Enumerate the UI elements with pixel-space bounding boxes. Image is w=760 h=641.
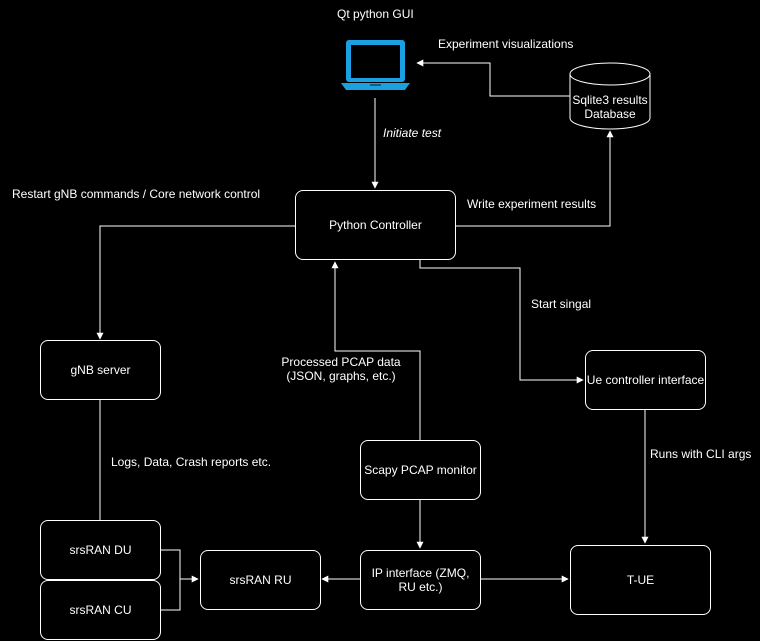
gui-title: Qt python GUI	[337, 7, 414, 21]
edge-label-runs-with-cli: Runs with CLI args	[650, 447, 752, 461]
edge-controller-to-db	[455, 130, 614, 227]
edge-label-experiment-visualizations: Experiment visualizations	[438, 37, 574, 51]
srsran-du-node: srsRAN DU	[40, 520, 161, 580]
tue-node: T-UE	[570, 545, 711, 615]
edge-label-processed-pcap: Processed PCAP data (JSON, graphs, etc.)	[276, 355, 406, 383]
edge-label-restart-gnb: Restart gNB commands / Core network cont…	[12, 187, 261, 201]
edge-controller-to-gnb	[96, 225, 295, 340]
gnb-server-node: gNB server	[40, 340, 161, 400]
database-label: Sqlite3 results Database	[572, 93, 648, 121]
edge-label-logs-data: Logs, Data, Crash reports etc.	[111, 455, 272, 469]
edge-scapy-to-controller	[331, 261, 421, 440]
cylinder-database-icon	[569, 62, 651, 130]
edge-du-to-ru	[160, 549, 199, 583]
srsran-ru-node: srsRAN RU	[200, 550, 321, 610]
edge-db-to-gui	[416, 59, 570, 97]
edge-controller-to-ue	[419, 260, 584, 384]
scapy-monitor-node: Scapy PCAP monitor	[360, 440, 481, 500]
srsran-cu-node: srsRAN CU	[40, 580, 161, 640]
edge-label-initiate-test: Initiate test	[383, 126, 442, 140]
edge-label-start-signal: Start singal	[531, 297, 592, 311]
laptop-icon	[341, 40, 410, 90]
edge-label-write-results: Write experiment results	[467, 197, 597, 211]
python-controller-node: Python Controller	[295, 190, 456, 260]
edge-cu-to-ru	[160, 579, 181, 611]
ip-interface-node: IP interface (ZMQ, RU etc.)	[360, 550, 481, 610]
ue-controller-node: Ue controller interface	[585, 350, 706, 410]
